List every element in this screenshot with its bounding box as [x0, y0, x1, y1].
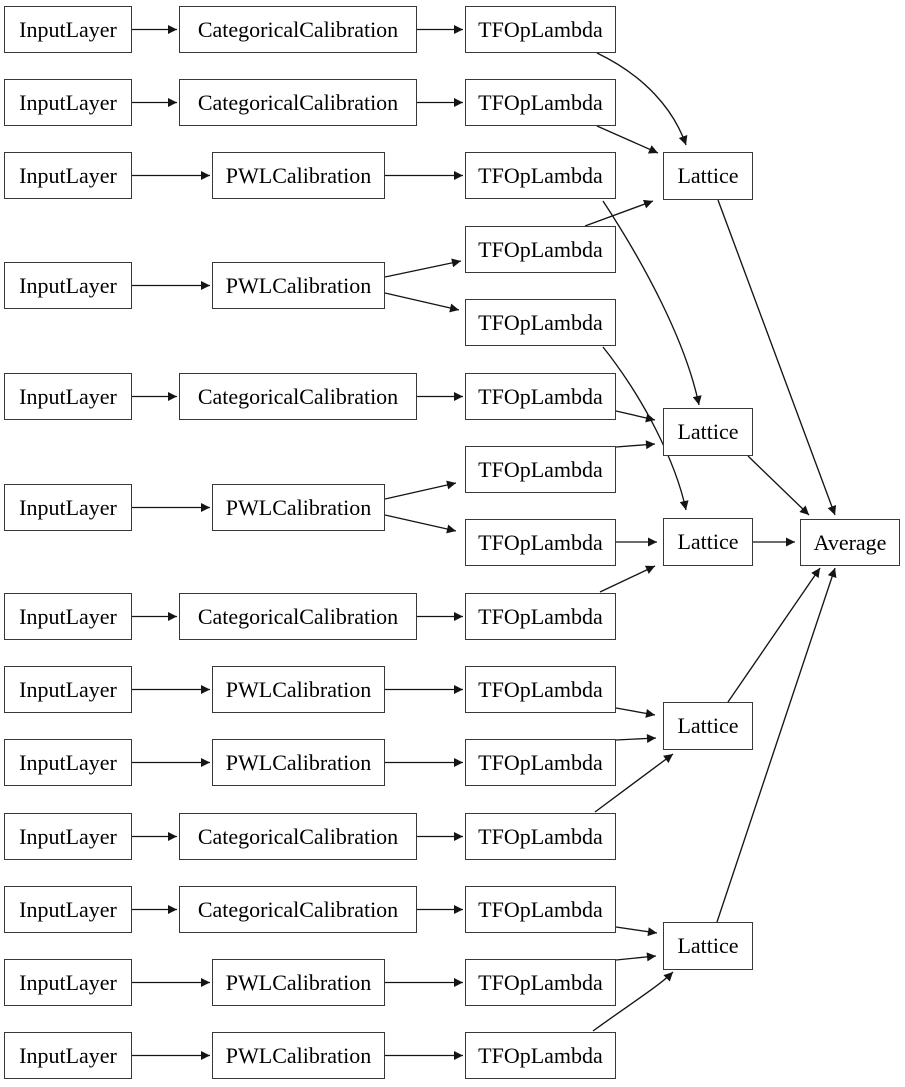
input-layer-node: InputLayer	[4, 959, 132, 1006]
tf-op-lambda-node: TFOpLambda	[465, 6, 616, 53]
lattice-node: Lattice	[663, 518, 753, 566]
edge-t12-l5	[615, 952, 657, 962]
edge-l5-avg	[716, 567, 837, 923]
categorical-calibration-node: CategoricalCalibration	[179, 593, 417, 640]
tf-op-lambda-node: TFOpLambda	[465, 813, 616, 860]
tf-op-lambda-node: TFOpLambda	[465, 79, 616, 126]
tf-op-lambda-node: TFOpLambda	[465, 959, 616, 1006]
input-layer-node: InputLayer	[4, 813, 132, 860]
tf-op-lambda-node: TFOpLambda	[465, 152, 616, 199]
input-layer-node: InputLayer	[4, 373, 132, 420]
tf-op-lambda-node: TFOpLambda	[465, 446, 616, 493]
tf-op-lambda-node: TFOpLambda	[465, 226, 616, 273]
edge-t3-l2	[602, 200, 702, 406]
edge-t8-l4	[615, 707, 656, 718]
input-layer-node: InputLayer	[4, 6, 132, 53]
lattice-node: Lattice	[663, 152, 753, 200]
pwl-calibration-node: PWLCalibration	[212, 484, 385, 531]
edge-t2-l1	[596, 125, 659, 154]
input-layer-node: InputLayer	[4, 593, 132, 640]
input-layer-node: InputLayer	[4, 152, 132, 199]
input-layer-node: InputLayer	[4, 79, 132, 126]
pwl-calibration-node: PWLCalibration	[212, 739, 385, 786]
pwl-calibration-node: PWLCalibration	[212, 262, 385, 309]
tf-op-lambda-node: TFOpLambda	[465, 299, 616, 346]
input-layer-node: InputLayer	[4, 739, 132, 786]
lattice-node: Lattice	[663, 702, 753, 750]
edge-t1-l1	[596, 52, 688, 146]
edge-c4-t4a	[384, 258, 462, 278]
lattice-node: Lattice	[663, 408, 753, 456]
input-layer-node: InputLayer	[4, 262, 132, 309]
tf-op-lambda-node: TFOpLambda	[465, 373, 616, 420]
edge-t13-l5	[592, 971, 674, 1032]
pwl-calibration-node: PWLCalibration	[212, 1032, 385, 1079]
input-layer-node: InputLayer	[4, 1032, 132, 1079]
tf-op-lambda-node: TFOpLambda	[465, 666, 616, 713]
edge-l4-avg	[727, 567, 821, 703]
edge-t11-l5	[615, 926, 658, 937]
categorical-calibration-node: CategoricalCalibration	[179, 373, 417, 420]
categorical-calibration-node: CategoricalCalibration	[179, 79, 417, 126]
edge-t5-l2	[615, 410, 656, 423]
edge-t7-l3	[599, 565, 656, 593]
input-layer-node: InputLayer	[4, 666, 132, 713]
categorical-calibration-node: CategoricalCalibration	[179, 886, 417, 933]
input-layer-node: InputLayer	[4, 886, 132, 933]
tf-op-lambda-node: TFOpLambda	[465, 739, 616, 786]
edge-t10-l4	[594, 753, 674, 813]
edge-l1-avg	[717, 199, 837, 516]
edge-t9-l4	[615, 733, 657, 743]
tf-op-lambda-node: TFOpLambda	[465, 519, 616, 566]
edge-t4a-l1	[584, 199, 654, 227]
edge-l2-avg	[747, 455, 810, 516]
edge-c6-t6a	[384, 480, 457, 500]
average-node: Average	[800, 519, 900, 566]
tf-op-lambda-node: TFOpLambda	[465, 593, 616, 640]
tf-op-lambda-node: TFOpLambda	[465, 886, 616, 933]
input-layer-node: InputLayer	[4, 484, 132, 531]
pwl-calibration-node: PWLCalibration	[212, 666, 385, 713]
pwl-calibration-node: PWLCalibration	[212, 959, 385, 1006]
tf-op-lambda-node: TFOpLambda	[465, 1032, 616, 1079]
categorical-calibration-node: CategoricalCalibration	[179, 6, 417, 53]
edge-c4-t4b	[384, 292, 460, 313]
edge-c6-t6b	[384, 514, 457, 534]
lattice-node: Lattice	[663, 922, 753, 970]
pwl-calibration-node: PWLCalibration	[212, 152, 385, 199]
categorical-calibration-node: CategoricalCalibration	[179, 813, 417, 860]
edge-t4b-l3	[602, 346, 689, 511]
edge-t6a-l2	[615, 440, 656, 450]
